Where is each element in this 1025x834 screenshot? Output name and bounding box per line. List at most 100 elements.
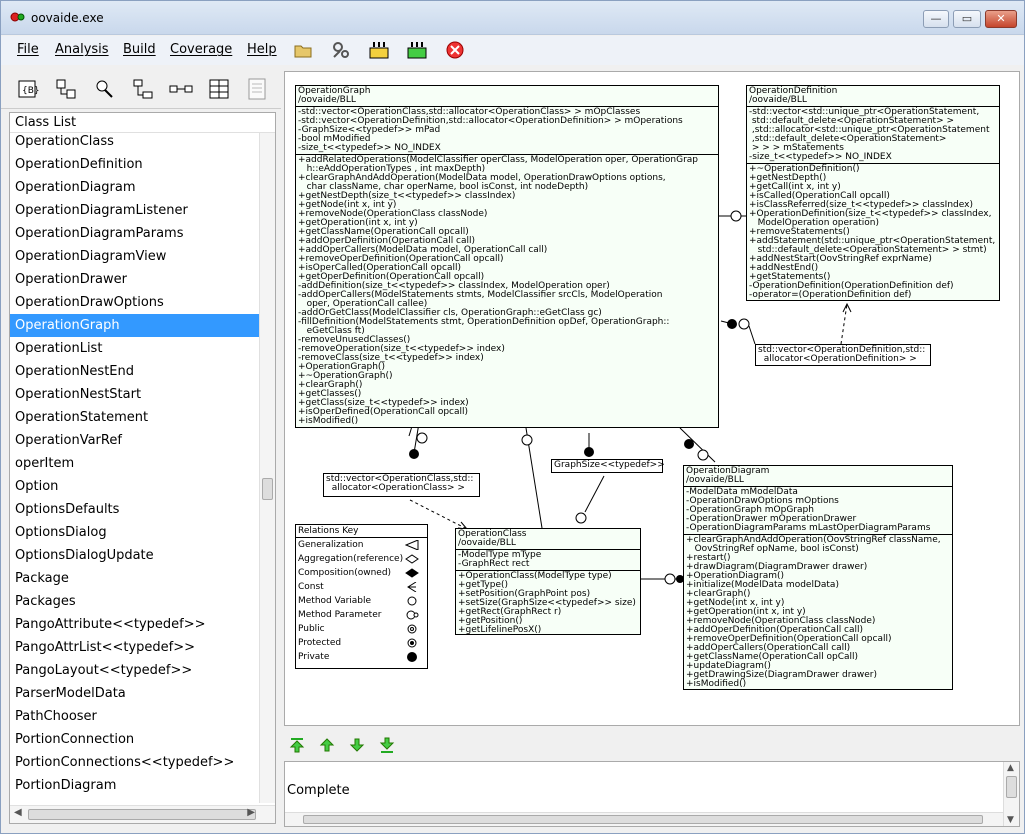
uml-line: -operator=(OperationDefinition def) [749,290,912,300]
class-list-item[interactable]: ParserModelData [15,686,126,701]
portion-diagram-icon[interactable] [207,77,231,101]
class-list-item[interactable]: OperationDefinition [15,157,143,172]
class-list-item[interactable]: operItem [15,456,75,471]
operation-class-attributes: -ModelType mType-GraphRect rect [456,550,640,571]
uml-line: +getOperation(int x, int y) [298,218,418,228]
uml-line: +removeNode(OperationClass classNode) [686,616,876,626]
class-list-vertical-scrollbar[interactable] [259,133,275,803]
class-list-item[interactable]: OperationNestStart [15,387,142,402]
class-list-item[interactable]: OperationStatement [15,410,149,425]
menu-build[interactable]: Build [123,42,156,57]
uml-line: +getNode(int x, int y) [686,598,785,608]
vector-operation-class-box[interactable]: std::vector<OperationClass,std:: allocat… [323,473,480,497]
stop-icon[interactable] [444,39,466,61]
move-down-icon[interactable] [348,736,366,754]
class-list-item[interactable]: PathChooser [15,709,97,724]
uml-line: +addNestEnd() [749,263,819,273]
menu-help[interactable]: Help [247,42,277,57]
uml-line: /oovaide/BLL [458,538,516,548]
build-icon[interactable] [368,39,390,61]
uml-line: +addOperCallers(OperationCall call) [686,643,851,653]
zone-diagram-icon[interactable] [54,77,78,101]
class-list-item[interactable]: OptionsDialog [15,525,107,540]
class-list-item[interactable]: OptionsDefaults [15,502,120,517]
status-scroll-thumb[interactable] [1006,776,1017,798]
scroll-up-icon[interactable]: ▲ [1007,763,1014,773]
class-diagram-icon[interactable]: {B} [15,77,39,101]
class-list-horizontal-scrollbar[interactable]: ◀ ▶ [10,805,275,823]
status-output-panel[interactable]: Complete ▲ ▼ [284,761,1020,827]
class-list-item[interactable]: PortionConnections<<typedef>> [15,755,235,770]
operation-definition-class-box[interactable]: OperationDefinition/oovaide/BLL -std::ve… [746,85,1000,301]
maximize-button[interactable]: ▭ [953,10,981,28]
operation-graph-class-box[interactable]: OperationGraph/oovaide/BLL -std::vector<… [295,85,719,428]
key-label: Aggregation(reference) [298,554,404,564]
uml-line: ,std::default_delete<OperationStatement> [749,134,947,144]
include-diagram-icon[interactable] [131,77,155,101]
uml-line: +isClassReferred(size_t<<typedef>> class… [749,200,973,210]
status-horizontal-scrollbar[interactable] [285,812,1003,826]
build-run-icon[interactable] [406,39,428,61]
class-list-item[interactable]: PangoLayout<<typedef>> [15,663,193,678]
uml-line: -size_t<<typedef>> NO_INDEX [749,152,892,162]
uml-line: +setPosition(GraphPoint pos) [458,589,591,599]
class-list-item[interactable]: PangoAttrList<<typedef>> [15,640,196,655]
uml-line: h::eAddOperationTypes , int maxDepth) [298,164,486,174]
uml-line: +updateDiagram() [686,661,771,671]
scroll-left-icon[interactable]: ◀ [14,807,22,818]
close-button[interactable]: ✕ [985,10,1017,28]
hscroll-thumb[interactable] [28,809,256,820]
maximize-icon: ▭ [961,12,973,25]
move-up-icon[interactable] [318,736,336,754]
operation-definition-operations: +~OperationDefinition()+getNestDepth()+g… [747,164,999,301]
class-list-item[interactable]: OperationDiagramListener [15,203,188,218]
class-list-item[interactable]: OptionsDialogUpdate [15,548,154,563]
uml-line: +restart() [686,553,731,563]
class-list-item[interactable]: OperationDrawer [15,272,127,287]
uml-line: std::vector<OperationDefinition,std:: [758,345,926,355]
component-diagram-icon[interactable] [92,77,116,101]
settings-gears-icon[interactable] [330,39,352,61]
scroll-thumb[interactable] [262,478,273,500]
class-list-item[interactable]: OperationDrawOptions [15,295,164,310]
public-icon [407,624,417,634]
class-list-item[interactable]: OperationDiagramView [15,249,167,264]
class-list-item[interactable]: OperationGraph [10,314,260,337]
minimize-button[interactable]: — [923,10,949,28]
move-top-icon[interactable] [288,736,306,754]
status-hscroll-thumb[interactable] [303,815,983,824]
class-list-item[interactable]: Packages [15,594,76,609]
class-list-item[interactable]: PortionConnection [15,732,135,747]
class-list-item[interactable]: OperationClass [15,134,114,149]
graph-size-box[interactable]: GraphSize<<typedef>> [551,459,665,473]
menu-coverage[interactable]: Coverage [170,42,233,57]
class-list-item[interactable]: Option [15,479,59,494]
operation-diagram-header: OperationDiagram/oovaide/BLL [684,466,952,487]
operation-class-box[interactable]: OperationClass/oovaide/BLL -ModelType mT… [455,528,641,635]
scroll-down-icon[interactable]: ▼ [1007,815,1014,825]
open-folder-icon[interactable] [292,39,314,61]
scroll-right-icon[interactable]: ▶ [247,807,255,818]
uml-line: -addDefinition(size_t<<typedef>> classIn… [298,281,610,291]
class-list-item[interactable]: OperationDiagramParams [15,226,184,241]
document-icon[interactable] [245,77,269,101]
class-list-item[interactable]: OperationList [15,341,103,356]
class-list-item[interactable]: Package [15,571,69,586]
vector-operation-definition-box[interactable]: std::vector<OperationDefinition,std:: al… [755,344,931,366]
class-list-item[interactable]: OperationDiagram [15,180,136,195]
move-bottom-icon[interactable] [378,736,396,754]
operation-diagram-icon[interactable] [169,77,193,101]
operation-diagram-canvas[interactable]: OperationGraph/oovaide/BLL -std::vector<… [284,71,1020,726]
class-list-item[interactable]: PortionDiagramView [10,797,260,800]
menu-analysis[interactable]: Analysis [55,42,109,57]
class-list-item[interactable]: PangoAttribute<<typedef>> [15,617,206,632]
menu-file[interactable]: File [17,42,39,57]
uml-line: eGetClass ft) [298,326,365,336]
uml-line: -OperationDiagramParams mLastOperDiagram… [686,523,931,533]
status-vertical-scrollbar[interactable]: ▲ ▼ [1003,762,1019,826]
class-list-header[interactable]: Class List [10,113,275,133]
class-list-item[interactable]: OperationVarRef [15,433,122,448]
operation-diagram-class-box[interactable]: OperationDiagram/oovaide/BLL -ModelData … [683,465,953,690]
class-list-item[interactable]: OperationNestEnd [15,364,134,379]
class-list-item[interactable]: PortionDiagram [15,778,117,793]
